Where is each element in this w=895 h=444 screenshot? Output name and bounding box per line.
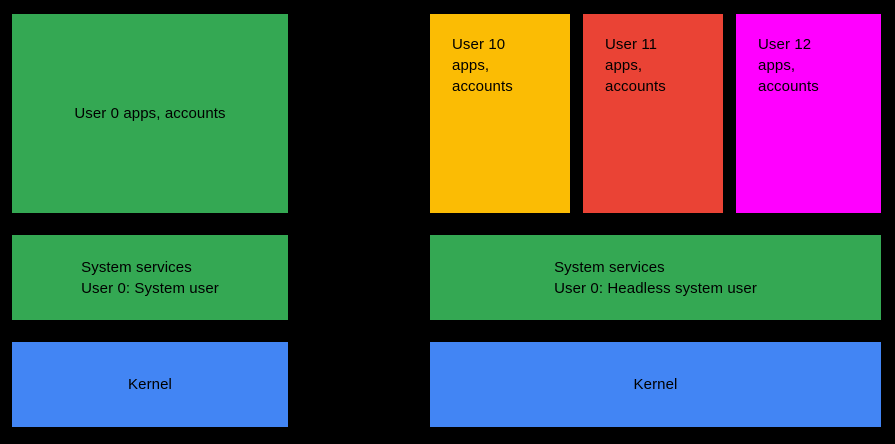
box-system-services-standard: System services User 0: System user bbox=[12, 235, 288, 320]
box-user0-apps-label: User 0 apps, accounts bbox=[74, 105, 226, 122]
box-kernel-standard-label: Kernel bbox=[128, 376, 172, 393]
box-user0-apps: User 0 apps, accounts bbox=[12, 14, 288, 213]
box-system-services-headless: System services User 0: Headless system … bbox=[430, 235, 881, 320]
box-user11-apps: User 11 apps, accounts bbox=[583, 14, 723, 213]
box-user11-apps-label: User 11 apps, accounts bbox=[605, 36, 666, 95]
box-user10-apps-label: User 10 apps, accounts bbox=[452, 36, 513, 95]
box-system-services-standard-label: System services User 0: System user bbox=[81, 258, 219, 297]
box-system-services-headless-label: System services User 0: Headless system … bbox=[554, 258, 757, 297]
box-user12-apps-label: User 12 apps, accounts bbox=[758, 36, 819, 95]
box-user10-apps: User 10 apps, accounts bbox=[430, 14, 570, 213]
box-kernel-headless: Kernel bbox=[430, 342, 881, 427]
box-user12-apps: User 12 apps, accounts bbox=[736, 14, 881, 213]
box-kernel-headless-label: Kernel bbox=[633, 376, 678, 393]
box-kernel-standard: Kernel bbox=[12, 342, 288, 427]
